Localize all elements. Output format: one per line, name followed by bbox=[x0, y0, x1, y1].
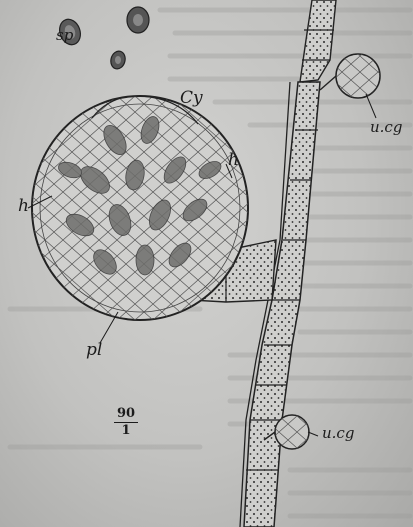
label-ucg-lower: u.cg bbox=[322, 426, 354, 441]
label-sp: sp bbox=[56, 28, 73, 43]
label-pl: pl bbox=[86, 342, 102, 359]
label-cy: Cy bbox=[180, 90, 203, 107]
scale-numerator: 90 bbox=[114, 407, 138, 423]
magnification-scale: 90 1 bbox=[114, 407, 138, 437]
scale-denominator: 1 bbox=[114, 423, 138, 438]
label-h-upper: h bbox=[228, 152, 239, 169]
label-h-left: h bbox=[18, 198, 29, 215]
label-ucg-upper: u.cg bbox=[370, 120, 402, 135]
